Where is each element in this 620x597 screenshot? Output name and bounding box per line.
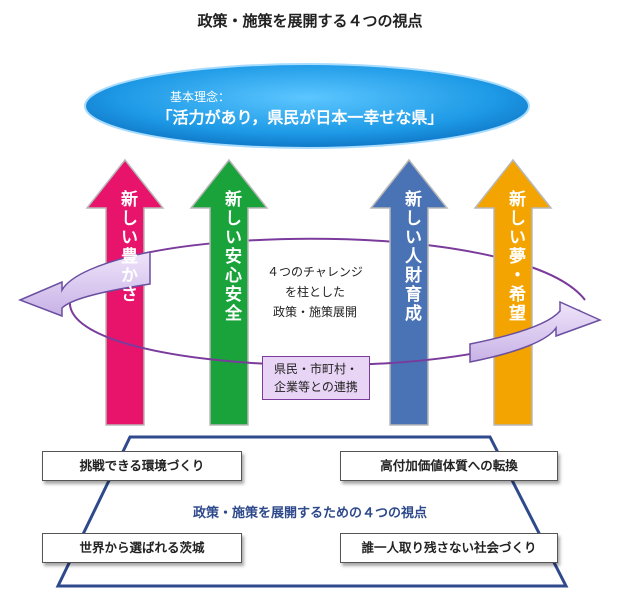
vision-statement: 「活力があり，県民が日本一幸せな県」 bbox=[156, 108, 444, 127]
collaboration-box: 県民・市町村・ 企業等との連携 bbox=[262, 356, 370, 400]
pillar-arrow-yutakasa bbox=[85, 158, 165, 426]
ring-arrowhead-left bbox=[18, 251, 151, 318]
viewpoint-box-challenge: 挑戦できる環境づくり bbox=[42, 451, 242, 481]
viewpoint-box-inclusive: 誰一人取り残さない社会づくり bbox=[340, 533, 558, 563]
pillar-label-yutakasa: 新しい豊かさ bbox=[117, 190, 137, 304]
center-line: ４つのチャレンジ bbox=[267, 265, 363, 279]
center-text: ４つのチャレンジ を柱とした 政策・施策展開 bbox=[250, 262, 380, 322]
vision-label: 基本理念： bbox=[170, 90, 231, 104]
pillar-arrows bbox=[85, 158, 553, 426]
pillar-label-yume: 新しい夢・希望 bbox=[505, 190, 525, 323]
platform-label: 政策・施策を展開するための４つの視点 bbox=[192, 506, 427, 521]
vision-ellipse bbox=[84, 63, 530, 149]
pillar-arrow-yume bbox=[473, 158, 553, 426]
collaboration-line: 県民・市町村・ bbox=[273, 362, 358, 376]
center-line: 政策・施策展開 bbox=[272, 305, 357, 319]
pillar-arrow-jinzai bbox=[369, 158, 449, 426]
diagram-title: 政策・施策を展開する４つの視点 bbox=[197, 12, 423, 30]
pillar-label-jinzai: 新しい人財育成 bbox=[401, 190, 421, 323]
center-line: を柱とした bbox=[284, 285, 345, 299]
pillar-label-anshin: 新しい安心安全 bbox=[221, 190, 241, 323]
ring-arrowhead-right bbox=[469, 300, 602, 363]
viewpoint-box-value: 高付加価値体質への転換 bbox=[340, 451, 558, 481]
collaboration-line: 企業等との連携 bbox=[274, 380, 358, 394]
viewpoint-box-world: 世界から選ばれる茨城 bbox=[42, 533, 242, 563]
